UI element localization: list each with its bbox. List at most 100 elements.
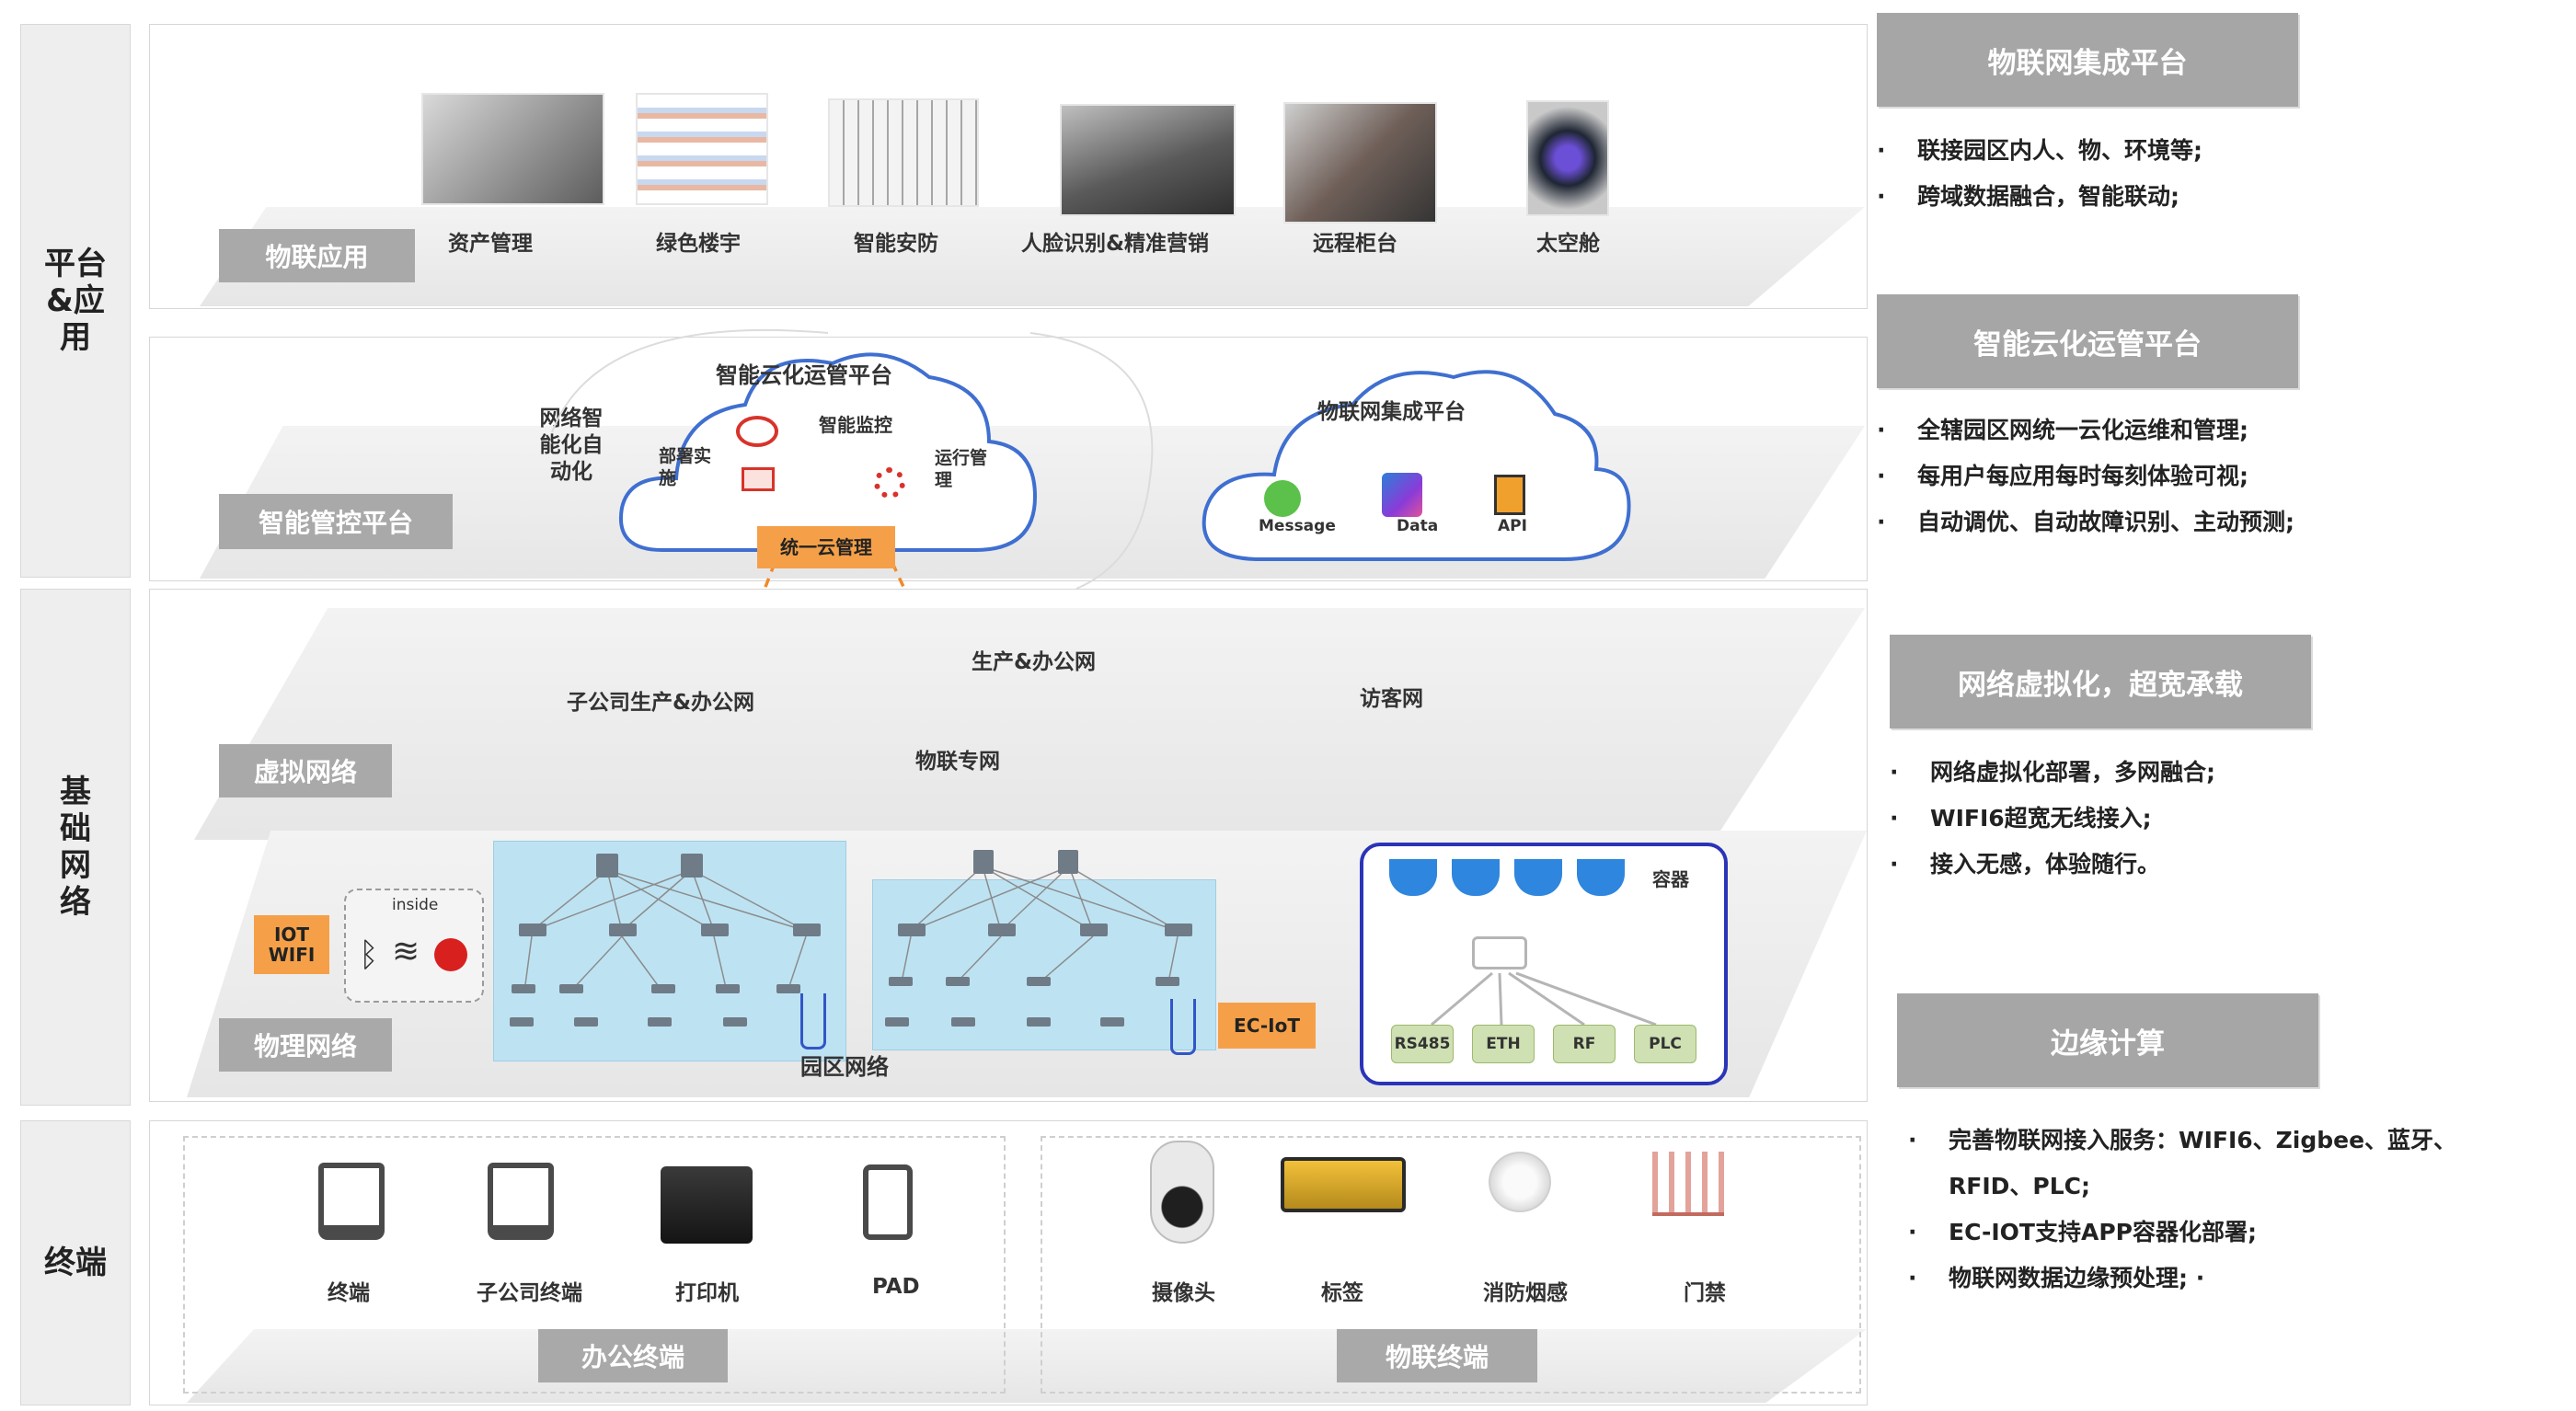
right-bullet-3-1: RFID、PLC; — [1908, 1168, 2090, 1201]
app-label-4: 远程柜台 — [1313, 232, 1397, 256]
asset-management-image — [421, 93, 604, 205]
agg-switch-l4 — [793, 923, 821, 936]
right-bullet-1-1: ·每用户每应用每时每刻体验可视; — [1877, 463, 2248, 489]
cloud1-ops: 运行管理 — [935, 448, 988, 490]
app-label-2: 智能安防 — [854, 232, 938, 256]
app-label-1: 绿色楼宇 — [656, 232, 741, 256]
right-bullet-2-1-text: WIFI6超宽无线接入; — [1930, 805, 2152, 832]
campus-antenna-right — [1170, 999, 1196, 1055]
iot-terminal-label-2: 消防烟感 — [1483, 1281, 1568, 1305]
access-switch-l4 — [716, 984, 740, 993]
access-switch-l5 — [776, 984, 800, 993]
iot-terminal-label-3: 门禁 — [1684, 1281, 1726, 1305]
smoke-detector-icon — [1489, 1152, 1551, 1212]
gate-icon — [1652, 1152, 1724, 1216]
layer-label-terminal: 终端 — [20, 1120, 131, 1405]
right-bullet-3-1-text: RFID、PLC; — [1949, 1173, 2090, 1199]
inside-box: inside ᛒ ≋ — [344, 889, 484, 1003]
app-layer-panel: 物联应用 资产管理 绿色楼宇 智能安防 人脸识别&精准营销 远程柜台 太空舱 — [149, 24, 1868, 309]
office-terminal-label-0: 终端 — [328, 1281, 370, 1305]
camera-icon — [1150, 1141, 1214, 1244]
ap-l3 — [648, 1017, 672, 1027]
ap-l2 — [574, 1017, 598, 1027]
right-bullet-2-1: ·WIFI6超宽无线接入; — [1890, 805, 2152, 832]
protocol-chip-rf: RF — [1553, 1025, 1616, 1063]
cloud1-monitor: 智能监控 — [819, 414, 892, 436]
iot-terminal-tag: 物联终端 — [1337, 1329, 1537, 1382]
virtual-network-tag: 虚拟网络 — [219, 744, 392, 797]
remote-counter-image — [1283, 102, 1437, 224]
data-icon — [1382, 473, 1422, 517]
app-label-3: 人脸识别&精准营销 — [1021, 232, 1210, 256]
right-bullet-1-0-text: 全辖园区网统一云化运维和管理; — [1917, 417, 2248, 443]
docker-icon-3 — [1514, 859, 1562, 896]
data-label: Data — [1397, 517, 1439, 535]
agg-switch-r1 — [898, 923, 926, 936]
api-label: API — [1498, 517, 1527, 535]
core-switch-left-2 — [681, 854, 703, 878]
right-bullet-3-2: ·EC-IOT支持APP容器化部署; — [1908, 1219, 2257, 1245]
protocol-chip-plc: PLC — [1634, 1025, 1696, 1063]
agg-switch-l3 — [701, 923, 729, 936]
ap-r1 — [885, 1017, 909, 1027]
agg-switch-l1 — [519, 923, 546, 936]
cloud1-title: 智能云化运管平台 — [716, 362, 892, 388]
office-terminal-tag: 办公终端 — [538, 1329, 728, 1382]
access-switch-l1 — [512, 984, 535, 993]
ap-l1 — [510, 1017, 534, 1027]
monitor-icon — [736, 416, 778, 447]
branch-laptop-icon — [488, 1163, 554, 1240]
virtual-plane — [194, 608, 1865, 840]
message-label: Message — [1259, 517, 1336, 535]
agg-switch-r2 — [988, 923, 1016, 936]
layer-label-platform: 平台&应用 — [20, 24, 131, 578]
printer-icon — [661, 1166, 753, 1244]
ap-l4 — [723, 1017, 747, 1027]
inside-label: inside — [392, 896, 439, 914]
campus-block-left — [493, 841, 846, 1061]
docker-icon-2 — [1452, 859, 1500, 896]
api-icon — [1494, 475, 1525, 515]
app-label-5: 太空舱 — [1536, 232, 1600, 256]
gateway-links — [1431, 971, 1657, 1027]
orbit-arc — [551, 328, 1154, 590]
core-switch-right-2 — [1058, 850, 1078, 874]
terminal-layer-panel: 办公终端 物联终端 — [149, 1120, 1868, 1405]
campus-links — [523, 866, 1179, 992]
right-bullet-1-2: ·自动调优、自动故障识别、主动预测; — [1877, 509, 2294, 535]
ap-r4 — [1100, 1017, 1124, 1027]
right-bullet-3-3-text: 物联网数据边缘预处理; · — [1949, 1265, 2205, 1291]
layer-label-network-text: 基础网络 — [60, 774, 91, 921]
virtual-cloud-label-3: 物联专网 — [915, 750, 1000, 774]
agg-switch-l2 — [609, 923, 637, 936]
unified-cloud-management-button[interactable]: 统一云管理 — [757, 526, 895, 568]
right-bullet-0-1: ·跨域数据融合，智能联动; — [1877, 183, 2179, 210]
protocol-chip-eth: ETH — [1472, 1025, 1535, 1063]
iot-terminal-label-0: 摄像头 — [1152, 1281, 1215, 1305]
rfid-icon — [434, 938, 467, 971]
green-building-image — [636, 93, 768, 205]
access-switch-r4 — [1156, 977, 1179, 986]
layer-label-platform-text: 平台&应用 — [44, 246, 107, 356]
bluetooth-icon: ᛒ — [359, 936, 379, 974]
cloud1-deploy: 部署实施 — [659, 446, 712, 488]
right-bullet-2-2-text: 接入无感，体验随行。 — [1930, 851, 2161, 878]
control-layer-tag: 智能管控平台 — [219, 494, 453, 549]
agg-switch-r3 — [1080, 923, 1108, 936]
right-bullet-1-1-text: 每用户每应用每时每刻体验可视; — [1917, 463, 2248, 489]
office-terminal-label-2: 打印机 — [675, 1281, 739, 1305]
core-switch-left-1 — [596, 854, 618, 878]
office-terminal-label-3: PAD — [872, 1275, 920, 1299]
right-bullet-3-0-text: 完善物联网接入服务：WIFI6、Zigbee、蓝牙、 — [1949, 1127, 2457, 1153]
virtual-cloud-label-2: 访客网 — [1360, 687, 1423, 711]
laptop-icon — [318, 1163, 385, 1240]
right-bullet-0-0-text: 联接园区内人、物、环境等; — [1917, 137, 2202, 164]
message-icon — [1264, 480, 1301, 517]
layer-label-terminal-text: 终端 — [44, 1245, 107, 1281]
virtual-cloud-label-0: 子公司生产&办公网 — [567, 691, 755, 715]
access-switch-r3 — [1027, 977, 1051, 986]
docker-icon-1 — [1389, 859, 1437, 896]
campus-network-label: 园区网络 — [800, 1054, 889, 1080]
core-switch-right-1 — [973, 850, 994, 874]
